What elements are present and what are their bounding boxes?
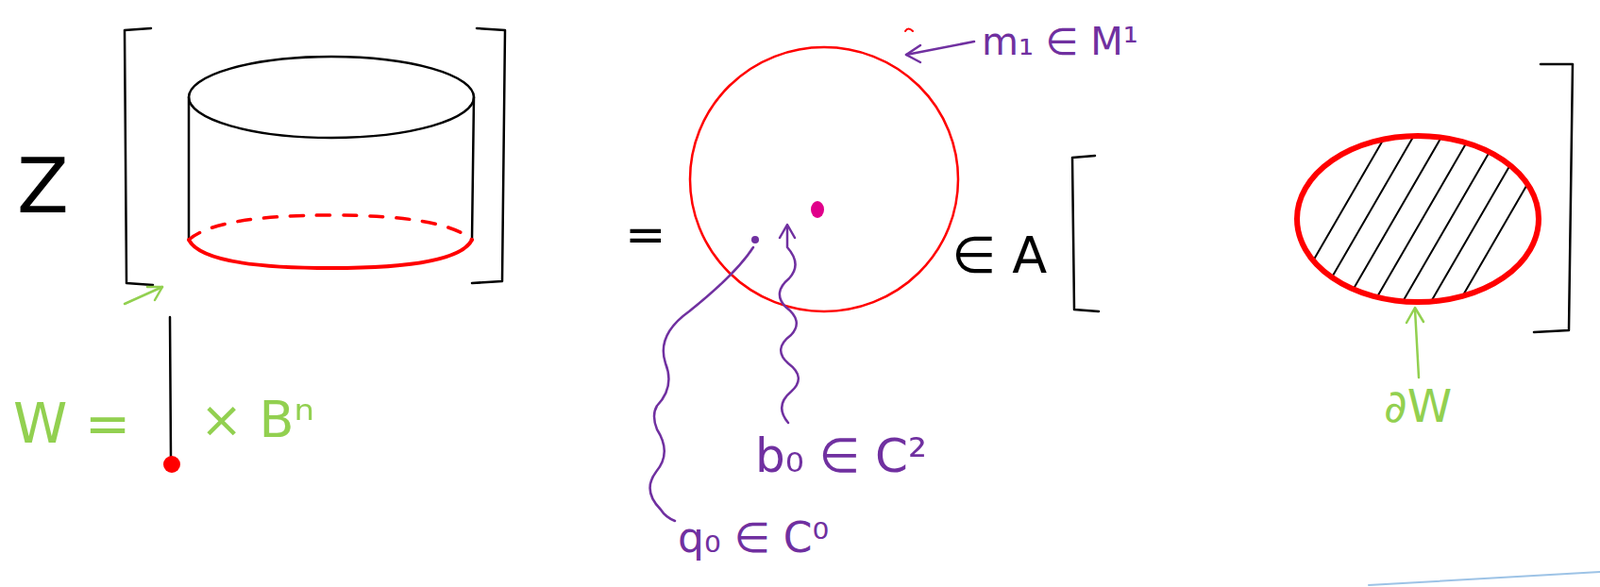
equals-sign: = (624, 209, 667, 259)
leader-arrow (124, 286, 163, 304)
arrow-head (147, 286, 163, 301)
point-q0 (751, 235, 759, 244)
cylinder-side (471, 97, 474, 240)
arrow-head (1406, 307, 1424, 323)
interval-line (169, 317, 171, 457)
point-m1 (905, 29, 913, 33)
red-circle (690, 47, 959, 312)
functor-symbol: Z (16, 149, 69, 225)
point-label: m₁ ∈ M¹ (981, 22, 1139, 61)
bracket (1533, 64, 1573, 333)
stray-stroke (1368, 572, 1600, 586)
disk-boundary (1296, 135, 1539, 303)
boundary-circle-front (188, 239, 472, 269)
bracket (471, 28, 506, 284)
point-b0 (810, 201, 825, 219)
point-label: q₀ ∈ C⁰ (677, 517, 829, 559)
cylinder-side (187, 97, 191, 240)
point-label: b₀ ∈ C² (755, 432, 927, 480)
red-endpoint (163, 455, 181, 473)
leader-squiggle (779, 226, 799, 423)
boundary-label: ∂W (1383, 383, 1452, 429)
cylinder-top (188, 56, 474, 138)
definition-label: × Bⁿ (200, 394, 315, 446)
arrow-head (779, 224, 795, 238)
definition-label: W = (13, 396, 131, 452)
leader-arrow (1414, 309, 1419, 378)
disk-hatching (1283, 132, 1558, 312)
membership-label: ∈ A (951, 230, 1047, 282)
bracket (1072, 155, 1099, 312)
leader-brace (650, 247, 754, 522)
boundary-circle-back (188, 215, 472, 240)
arrow-head (906, 45, 921, 63)
bracket (124, 28, 153, 286)
